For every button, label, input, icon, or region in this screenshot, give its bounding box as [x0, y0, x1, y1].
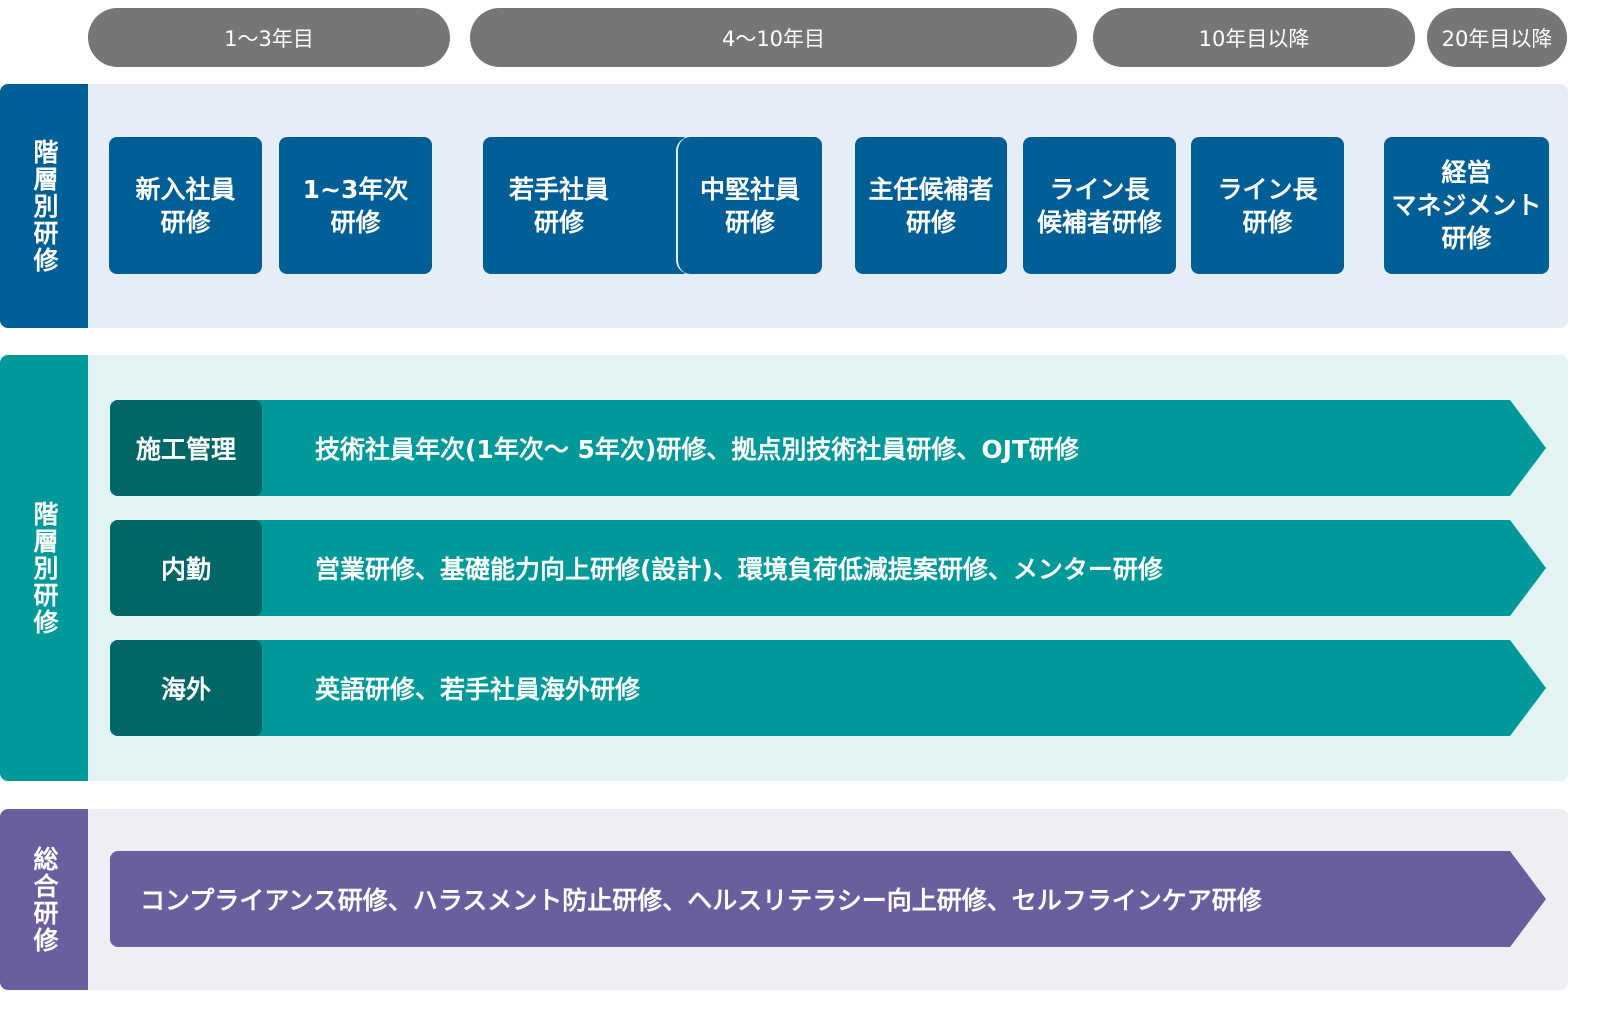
row-construction: 施工管理 技術社員年次(1年次～ 5年次)研修、拠点別技術社員研修、OJT研修	[110, 400, 1546, 496]
period-10-plus: 10年目以降	[1093, 8, 1415, 67]
row-overseas: 海外 英語研修、若手社員海外研修	[110, 640, 1546, 736]
section-title: 総合研修	[0, 809, 88, 990]
box-young: 若手社員 研修	[483, 137, 690, 274]
box-mid: 中堅社員 研修	[676, 137, 822, 274]
row-label: 内勤	[110, 520, 262, 616]
row-text: 英語研修、若手社員海外研修	[315, 675, 641, 704]
box-new-employee: 新入社員 研修	[109, 137, 262, 274]
row-general: コンプライアンス研修、ハラスメント防止研修、ヘルスリテラシー向上研修、セルフライ…	[110, 851, 1546, 947]
box-1-3-year: 1~3年次 研修	[279, 137, 432, 274]
section-functional: 階層別研修 施工管理 技術社員年次(1年次～ 5年次)研修、拠点別技術社員研修、…	[0, 355, 1568, 781]
section-general: 総合研修 コンプライアンス研修、ハラスメント防止研修、ヘルスリテラシー向上研修、…	[0, 809, 1568, 990]
row-office: 内勤 営業研修、基礎能力向上研修(設計)、環境負荷低減提案研修、メンター研修	[110, 520, 1546, 616]
section-title: 階層別研修	[0, 84, 88, 328]
box-line-manager-candidate: ライン長 候補者研修	[1023, 137, 1176, 274]
box-executive: 経営 マネジメント 研修	[1384, 137, 1549, 274]
section-hierarchy: 階層別研修 新入社員 研修 1~3年次 研修 若手社員 研修 中堅社員 研修 主…	[0, 84, 1568, 328]
period-4-10: 4～10年目	[470, 8, 1077, 67]
row-text: 営業研修、基礎能力向上研修(設計)、環境負荷低減提案研修、メンター研修	[315, 555, 1163, 584]
section-title: 階層別研修	[0, 355, 88, 781]
period-1-3: 1～3年目	[88, 8, 450, 67]
row-label: 海外	[110, 640, 262, 736]
row-text: 技術社員年次(1年次～ 5年次)研修、拠点別技術社員研修、OJT研修	[315, 435, 1079, 464]
row-label: 施工管理	[110, 400, 262, 496]
row-text: コンプライアンス研修、ハラスメント防止研修、ヘルスリテラシー向上研修、セルフライ…	[140, 886, 1262, 915]
box-chief-candidate: 主任候補者 研修	[855, 137, 1007, 274]
period-20-plus: 20年目以降	[1427, 8, 1567, 67]
box-line-manager: ライン長 研修	[1191, 137, 1344, 274]
